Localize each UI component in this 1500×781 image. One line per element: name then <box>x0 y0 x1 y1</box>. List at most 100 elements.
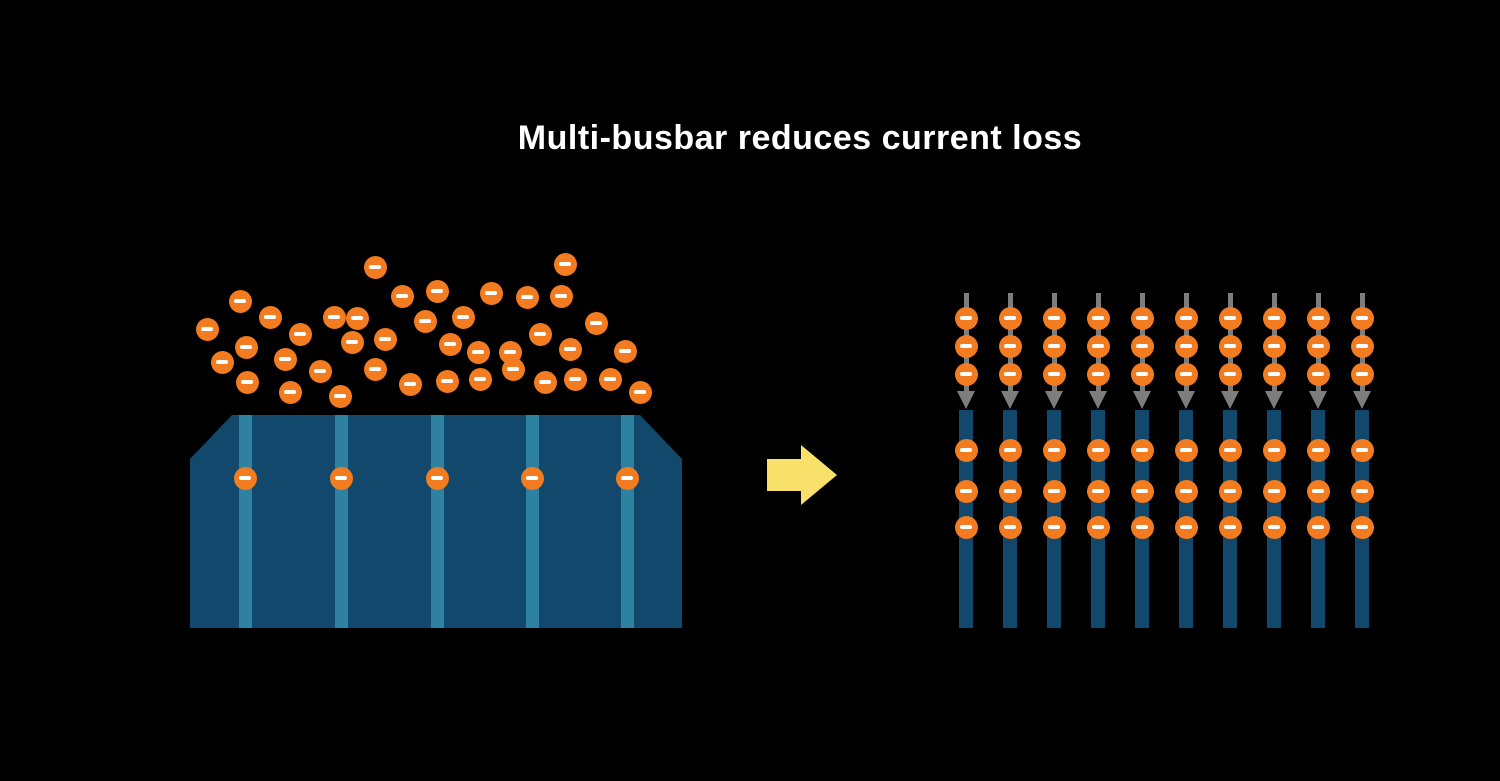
minus-glyph <box>525 476 539 480</box>
electron-icon <box>1350 362 1374 386</box>
electron-icon <box>340 330 364 354</box>
electron-icon <box>363 255 387 279</box>
minus-glyph <box>959 448 973 452</box>
minus-glyph <box>473 377 487 381</box>
minus-glyph <box>471 350 485 354</box>
diagram-title: Multi-busbar reduces current loss <box>517 119 1083 157</box>
minus-glyph <box>1311 372 1325 376</box>
electron-icon <box>1350 515 1374 539</box>
electron-icon <box>998 306 1022 330</box>
minus-glyph <box>1267 344 1281 348</box>
electron-icon <box>1262 515 1286 539</box>
flow-arrow-head-icon <box>1353 391 1371 409</box>
electron-icon <box>468 367 492 391</box>
minus-glyph <box>1267 525 1281 529</box>
electron-icon <box>278 380 302 404</box>
electron-icon <box>438 332 462 356</box>
minus-glyph <box>1179 525 1193 529</box>
minus-glyph <box>1179 489 1193 493</box>
electron-icon <box>1306 479 1330 503</box>
electron-icon <box>533 370 557 394</box>
electron-icon <box>1130 438 1154 462</box>
flow-arrow-head-icon <box>1089 391 1107 409</box>
electron-icon <box>210 350 234 374</box>
electron-icon <box>1174 438 1198 462</box>
electron-icon <box>1174 515 1198 539</box>
electron-icon <box>1306 515 1330 539</box>
electron-icon <box>1218 334 1242 358</box>
electron-icon <box>520 466 544 490</box>
minus-glyph <box>1135 489 1149 493</box>
minus-glyph <box>520 295 534 299</box>
electron-icon <box>558 337 582 361</box>
electron-icon <box>322 305 346 329</box>
minus-glyph <box>1179 372 1193 376</box>
electron-icon <box>398 372 422 396</box>
electron-icon <box>466 340 490 364</box>
minus-glyph <box>1047 489 1061 493</box>
minus-glyph <box>1267 316 1281 320</box>
minus-glyph <box>239 345 253 349</box>
flow-arrow-head-icon <box>1177 391 1195 409</box>
electron-icon <box>308 359 332 383</box>
minus-glyph <box>293 332 307 336</box>
electron-icon <box>234 335 258 359</box>
minus-glyph <box>1267 372 1281 376</box>
electron-icon <box>615 466 639 490</box>
electron-icon <box>1130 515 1154 539</box>
electron-icon <box>228 289 252 313</box>
minus-glyph <box>1223 316 1237 320</box>
minus-glyph <box>1355 448 1369 452</box>
minus-glyph <box>200 327 214 331</box>
electron-icon <box>1042 438 1066 462</box>
minus-glyph <box>1135 448 1149 452</box>
electron-icon <box>1086 362 1110 386</box>
minus-glyph <box>313 369 327 373</box>
electron-icon <box>233 466 257 490</box>
minus-glyph <box>1267 448 1281 452</box>
minus-glyph <box>959 525 973 529</box>
minus-glyph <box>568 377 582 381</box>
minus-glyph <box>1355 316 1369 320</box>
electron-icon <box>1086 334 1110 358</box>
electron-icon <box>553 252 577 276</box>
electron-icon <box>1174 334 1198 358</box>
minus-glyph <box>1311 525 1325 529</box>
minus-glyph <box>959 316 973 320</box>
electron-icon <box>1350 479 1374 503</box>
electron-icon <box>345 306 369 330</box>
minus-glyph <box>333 394 347 398</box>
electron-icon <box>425 466 449 490</box>
electron-icon <box>288 322 312 346</box>
minus-glyph <box>1091 316 1105 320</box>
minus-glyph <box>350 316 364 320</box>
electron-icon <box>1350 334 1374 358</box>
minus-glyph <box>368 367 382 371</box>
electron-icon <box>1306 306 1330 330</box>
minus-glyph <box>1179 448 1193 452</box>
electron-icon <box>1174 362 1198 386</box>
minus-glyph <box>263 315 277 319</box>
electron-icon <box>1130 334 1154 358</box>
minus-glyph <box>1267 489 1281 493</box>
electron-icon <box>1086 515 1110 539</box>
electron-icon <box>329 466 353 490</box>
electron-icon <box>1306 362 1330 386</box>
minus-glyph <box>506 367 520 371</box>
electron-icon <box>1174 479 1198 503</box>
minus-glyph <box>1135 344 1149 348</box>
electron-icon <box>1218 438 1242 462</box>
electron-icon <box>273 347 297 371</box>
electron-icon <box>954 479 978 503</box>
minus-glyph <box>418 319 432 323</box>
minus-glyph <box>403 382 417 386</box>
flow-arrow-head-icon <box>1045 391 1063 409</box>
electron-icon <box>195 317 219 341</box>
electron-icon <box>528 322 552 346</box>
electron-icon <box>628 380 652 404</box>
minus-glyph <box>378 337 392 341</box>
electron-icon <box>235 370 259 394</box>
electron-icon <box>1042 515 1066 539</box>
electron-icon <box>1086 306 1110 330</box>
